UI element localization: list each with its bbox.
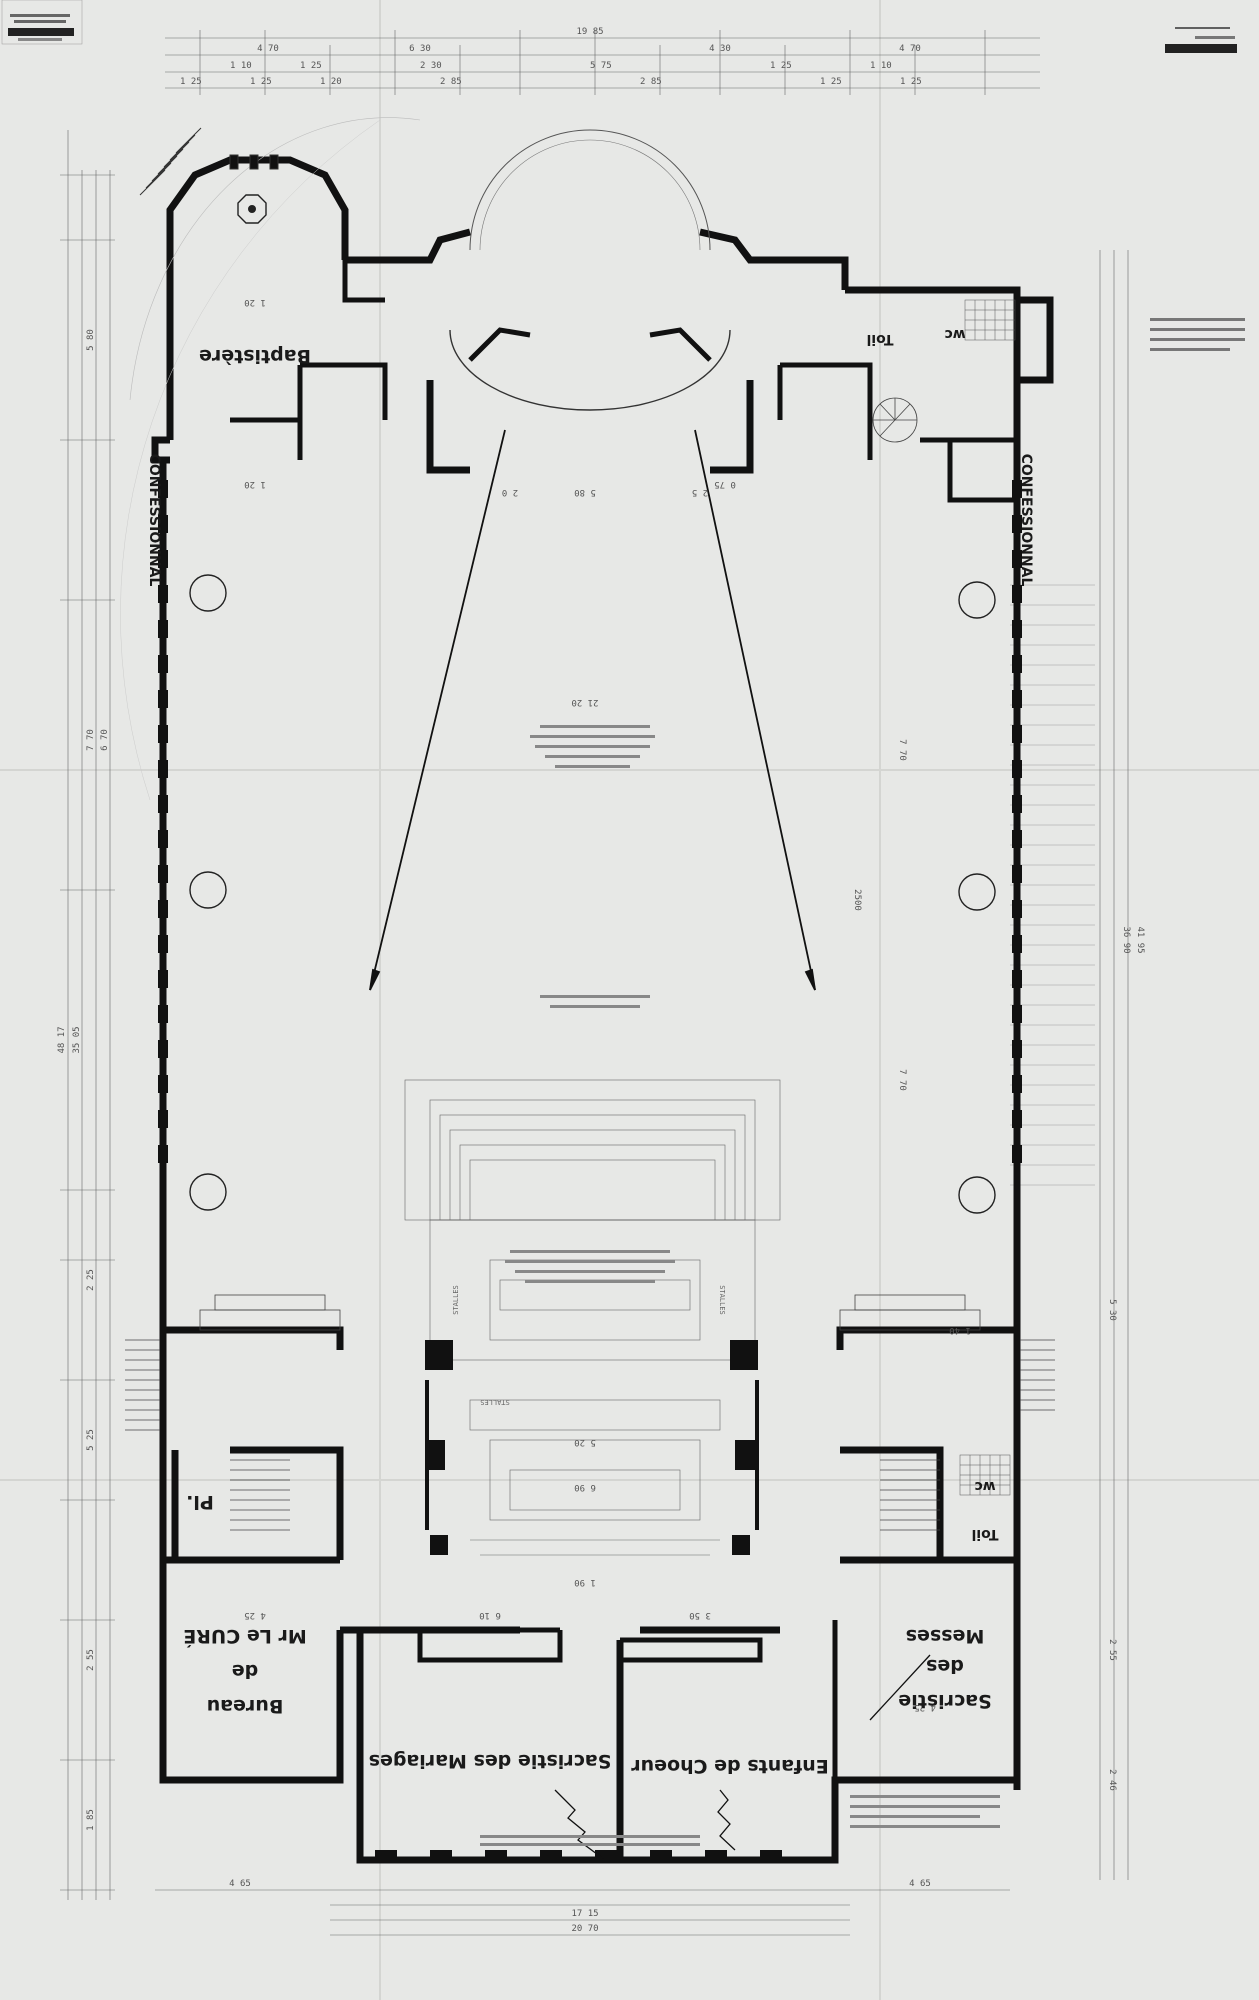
label-confessionnal-right: CONFESSIONNAL xyxy=(1018,454,1034,587)
dim-bureau-width: 4 25 xyxy=(244,1610,266,1620)
label-enfants-choeur: Enfants de Choeur xyxy=(631,1755,829,1777)
svg-text:2 85: 2 85 xyxy=(640,77,662,87)
svg-text:2 85: 2 85 xyxy=(440,77,462,87)
svg-text:1 25: 1 25 xyxy=(250,77,272,87)
label-sacristie-mariages: Sacristie des Mariages xyxy=(369,1750,612,1772)
svg-text:7 70: 7 70 xyxy=(897,739,907,761)
bottom-windows xyxy=(375,1850,782,1862)
dim-nave-length: 2500 xyxy=(852,889,862,911)
label-stalles-left: STALLES xyxy=(452,1285,460,1315)
label-toil-top: Toil xyxy=(867,331,894,347)
label-wc-bottom: wc xyxy=(974,1478,995,1494)
svg-text:7 70: 7 70 xyxy=(897,1069,907,1091)
label-baptistere: Baptistère xyxy=(199,345,311,367)
svg-text:1 10: 1 10 xyxy=(230,61,252,71)
label-sacristie-line2: des xyxy=(926,1655,964,1677)
wc-top-tiles xyxy=(964,299,1016,341)
label-pl: Pl. xyxy=(186,1491,214,1513)
svg-text:2 30: 2 30 xyxy=(420,61,442,71)
dim-sacristie-messes-width: 4 25 xyxy=(914,1702,936,1712)
dim-enfants-width: 3 50 xyxy=(689,1610,711,1620)
svg-text:4 65: 4 65 xyxy=(909,1879,931,1889)
svg-text:1 25: 1 25 xyxy=(770,61,792,71)
svg-text:1 25: 1 25 xyxy=(180,77,202,87)
choir-pillars xyxy=(425,1340,759,1555)
walls xyxy=(151,156,1054,1864)
svg-text:2 55: 2 55 xyxy=(86,1649,96,1671)
dim-left-total-1: 48 17 xyxy=(57,1026,67,1053)
baptismal-font-icon xyxy=(237,194,267,224)
svg-text:2 46: 2 46 xyxy=(1107,1769,1117,1791)
svg-text:1 85: 1 85 xyxy=(86,1809,96,1831)
label-toil-bottom: Toil xyxy=(972,1526,999,1542)
svg-text:1 20: 1 20 xyxy=(244,479,266,489)
svg-text:6 70: 6 70 xyxy=(100,729,110,751)
svg-text:0 75: 0 75 xyxy=(714,479,736,489)
room-labels: Baptistère CONFESSIONNAL CONFESSIONNAL w… xyxy=(146,326,1034,1777)
label-stalles-right: STALLES xyxy=(718,1285,726,1315)
dim-top-470-right: 4 70 xyxy=(899,44,921,54)
svg-text:5 30: 5 30 xyxy=(1107,1299,1117,1321)
label-sacristie-line1: Sacristie xyxy=(898,1690,991,1712)
svg-text:6 30: 6 30 xyxy=(409,44,431,54)
svg-text:2 25: 2 25 xyxy=(86,1269,96,1291)
dim-bottom-total-1: 17 15 xyxy=(571,1909,598,1919)
dim-top-total: 19 85 xyxy=(576,27,603,37)
label-wc-top: wc xyxy=(944,326,965,342)
label-bureau-line1: Bureau xyxy=(207,1695,284,1717)
drawing-notes xyxy=(480,318,1245,1846)
dim-top-470: 4 70 xyxy=(257,44,279,54)
spiral-stair-top-right xyxy=(872,397,918,443)
dim-nave-width: 21 20 xyxy=(571,697,598,707)
dim-right-total-1: 36 90 xyxy=(1121,926,1131,953)
title-block-left xyxy=(1,0,83,45)
title-block-right xyxy=(1165,27,1237,53)
bottom-dimension-chains: 17 15 20 70 4 65 4 65 xyxy=(155,1879,1010,1936)
label-stalles-center: STALLES xyxy=(480,1398,510,1406)
svg-text:1 25: 1 25 xyxy=(300,61,322,71)
label-bureau-line2: de xyxy=(232,1660,259,1682)
svg-text:5 25: 5 25 xyxy=(86,1429,96,1451)
nave-windows xyxy=(158,480,1022,1163)
svg-text:1 10: 1 10 xyxy=(870,61,892,71)
svg-text:1 20: 1 20 xyxy=(244,297,266,307)
svg-text:1 25: 1 25 xyxy=(900,77,922,87)
wc-bottom-tiles xyxy=(959,1454,1011,1496)
svg-text:2 0: 2 0 xyxy=(502,487,518,497)
svg-text:5 80: 5 80 xyxy=(86,329,96,351)
dim-right-total-2: 41 95 xyxy=(1135,926,1145,953)
dim-left-total-2: 35 05 xyxy=(72,1026,82,1053)
apse-arcs xyxy=(120,117,731,801)
svg-text:4 65: 4 65 xyxy=(229,1879,251,1889)
right-dimension-chains: 36 90 41 95 5 30 2 55 2 46 xyxy=(1010,250,1145,1880)
top-dimension-chains: 19 85 4 70 4 70 6 30 4 30 1 10 1 25 2 30 5… xyxy=(165,27,1040,95)
svg-text:5 20: 5 20 xyxy=(574,1437,596,1447)
label-confessionnal-left: CONFESSIONNAL xyxy=(146,454,162,587)
nave-axis-lines xyxy=(369,429,816,991)
svg-text:2 55: 2 55 xyxy=(1107,1639,1117,1661)
svg-text:1 20: 1 20 xyxy=(320,77,342,87)
label-bureau-line3: Mr Le CURÉ xyxy=(183,1625,306,1648)
left-dimension-chains: 48 17 35 05 7 70 6 70 5 80 2 25 5 25 2 5… xyxy=(57,130,115,1900)
choir-steps xyxy=(404,1079,781,1556)
svg-text:6 90: 6 90 xyxy=(574,1482,596,1492)
svg-text:1 40: 1 40 xyxy=(949,1325,971,1335)
interior-dimensions: 21 20 2500 7 70 7 70 1 20 5 80 2 0 2 5 4… xyxy=(244,297,971,1712)
svg-text:5 75: 5 75 xyxy=(590,61,612,71)
label-sacristie-line3: Messes xyxy=(906,1625,985,1647)
transept-stairs xyxy=(125,1294,1055,1531)
baptistery-stair xyxy=(139,127,279,196)
svg-text:1 90: 1 90 xyxy=(574,1577,596,1587)
svg-text:4 30: 4 30 xyxy=(709,44,731,54)
dim-bottom-total-2: 20 70 xyxy=(571,1924,598,1934)
dim-sacristie-width: 6 10 xyxy=(479,1610,501,1620)
nave-columns xyxy=(189,574,996,1214)
svg-text:2 5: 2 5 xyxy=(692,487,708,497)
svg-text:7 70: 7 70 xyxy=(86,729,96,751)
svg-text:5 80: 5 80 xyxy=(574,487,596,497)
svg-text:1 25: 1 25 xyxy=(820,77,842,87)
